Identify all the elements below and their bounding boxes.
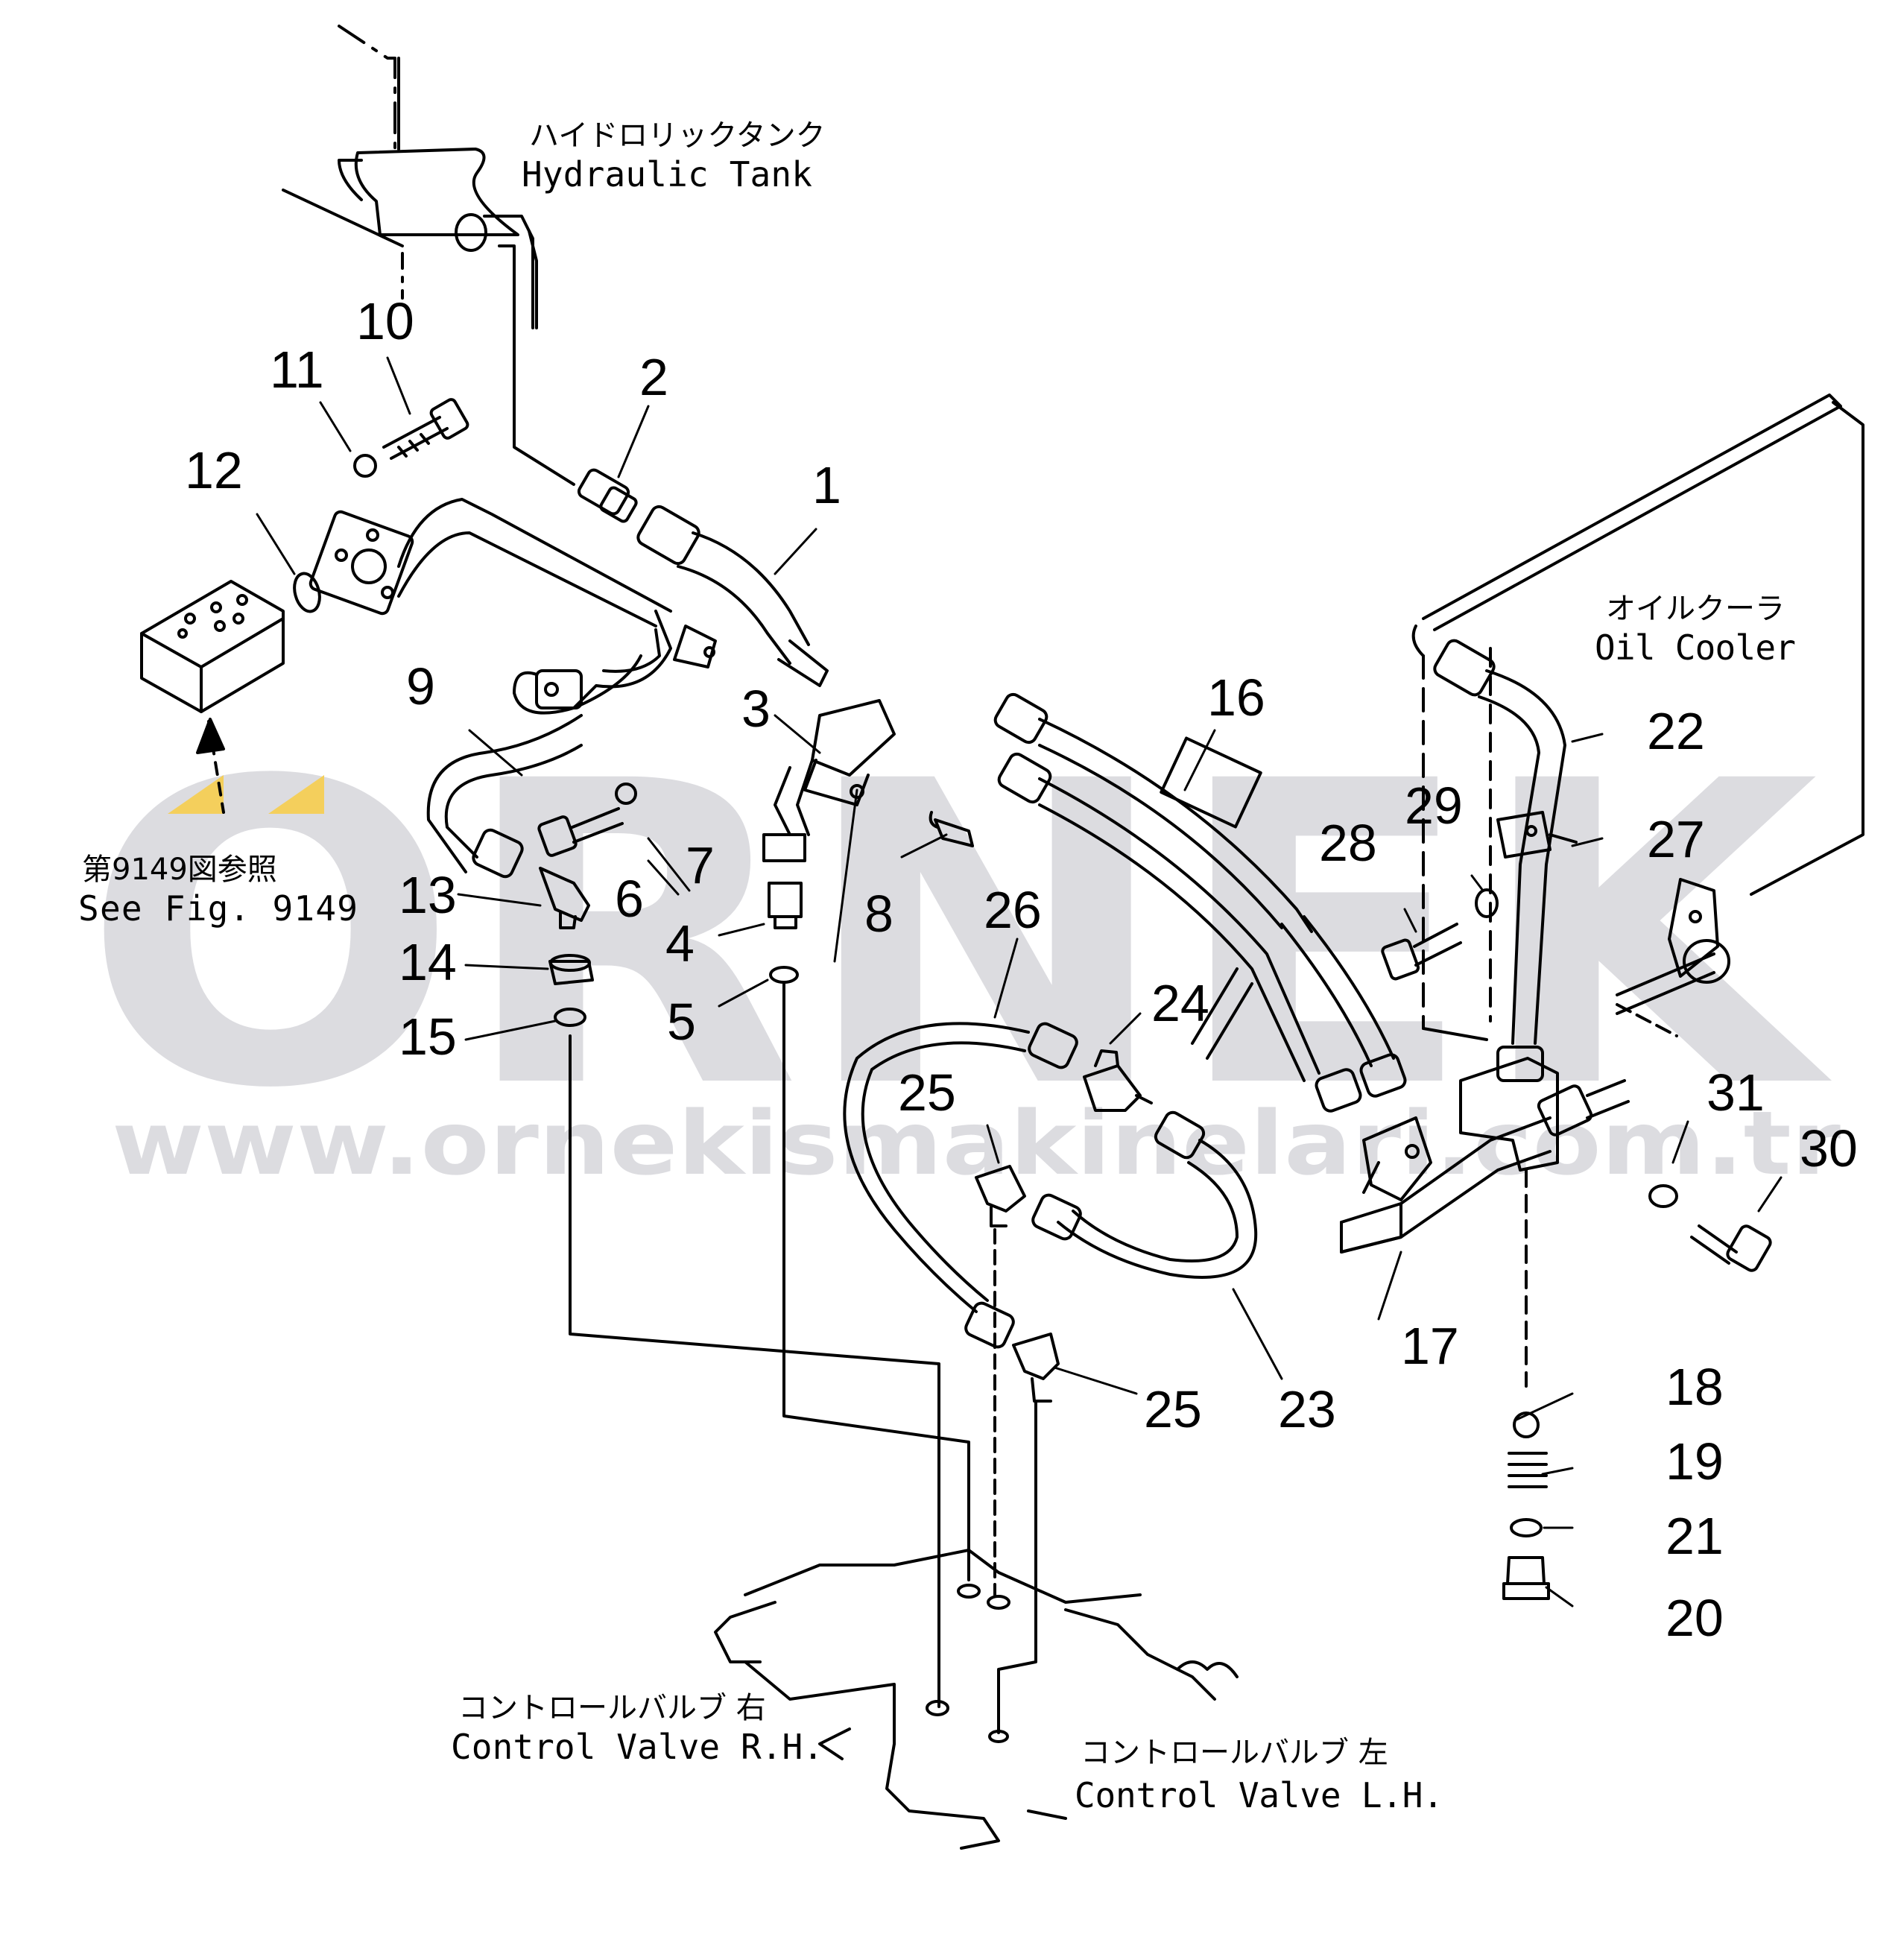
part-number-6: 6 xyxy=(615,870,644,928)
part-number-19: 19 xyxy=(1666,1432,1724,1490)
part-number-4: 4 xyxy=(665,914,695,973)
watermark-accent-left xyxy=(168,775,224,814)
main-pipe xyxy=(309,498,717,709)
part-23-hose xyxy=(1031,1110,1258,1279)
part-number-22: 22 xyxy=(1647,702,1705,760)
oil-cooler xyxy=(1411,393,1864,1041)
callout-text: ハイドロリックタンク Hydraulic Tank オイルクーラ Oil Coo… xyxy=(78,118,1796,1815)
part-number-24: 24 xyxy=(1151,974,1209,1032)
part-number-26: 26 xyxy=(984,881,1042,939)
part-28-bolt xyxy=(1381,923,1462,981)
part-13-elbow xyxy=(539,867,590,929)
part-number-25-lower: 25 xyxy=(1144,1380,1202,1438)
relief-components xyxy=(1502,1169,1550,1600)
part-number-31: 31 xyxy=(1707,1063,1765,1122)
part-8-plug xyxy=(929,811,974,847)
part-number-3: 3 xyxy=(741,680,771,738)
label-control-valve-rh-en: Control Valve R.H. xyxy=(451,1727,823,1767)
part-30-bolt xyxy=(1690,1224,1772,1272)
part-20-plug xyxy=(1502,1556,1550,1600)
part-numbers: 10 11 12 2 1 9 3 16 22 29 28 27 7 13 6 8… xyxy=(185,292,1858,1647)
part-24-tee xyxy=(1083,1049,1153,1112)
part-number-28: 28 xyxy=(1319,814,1377,872)
part-22-hose xyxy=(1433,639,1578,1082)
part-number-30: 30 xyxy=(1800,1119,1858,1177)
part-number-17: 17 xyxy=(1401,1317,1459,1375)
part-number-10: 10 xyxy=(356,292,414,350)
part-25-elbow-upper xyxy=(975,1165,1026,1227)
label-hydraulic-tank-en: Hydraulic Tank xyxy=(522,154,812,195)
hydraulic-tank xyxy=(282,25,575,486)
part-1-hose xyxy=(636,505,829,687)
label-see-fig-jp: 第9149図参照 xyxy=(82,853,277,887)
control-valves xyxy=(714,1549,1239,1850)
part-number-7: 7 xyxy=(686,836,715,894)
port-block xyxy=(140,580,285,814)
part-14-nut xyxy=(548,954,594,985)
part-number-27: 27 xyxy=(1647,810,1705,868)
label-oil-cooler-en: Oil Cooler xyxy=(1595,627,1796,668)
part-number-20: 20 xyxy=(1666,1589,1724,1647)
watermark-accent-right xyxy=(268,775,324,814)
part-17-block xyxy=(1340,1057,1630,1254)
part-6-bolt xyxy=(537,807,624,857)
part-number-1: 1 xyxy=(812,456,841,514)
part-2-adapter xyxy=(577,468,638,523)
leader-lines xyxy=(256,356,1783,1607)
label-oil-cooler-jp: オイルクーラ xyxy=(1606,592,1785,626)
label-see-fig-en: See Fig. 9149 xyxy=(78,888,358,929)
part-number-2: 2 xyxy=(639,348,668,406)
part-number-29: 29 xyxy=(1405,777,1463,835)
part-4-adapter xyxy=(762,833,806,929)
label-hydraulic-tank-jp: ハイドロリックタンク xyxy=(529,118,826,153)
part-number-11: 11 xyxy=(270,341,324,399)
part-31-washer xyxy=(1648,1184,1678,1208)
part-11-washer xyxy=(353,454,377,478)
label-control-valve-rh-jp: コントロールバルブ 右 xyxy=(458,1691,766,1725)
part-number-21: 21 xyxy=(1666,1507,1724,1565)
part-number-8: 8 xyxy=(864,885,893,943)
part-19-spring xyxy=(1508,1452,1548,1488)
part-7-washer xyxy=(615,783,637,805)
part-number-18: 18 xyxy=(1666,1358,1724,1416)
part-9-pipe xyxy=(426,654,642,879)
part-25-elbow-lower xyxy=(1012,1333,1060,1403)
part-18-ring xyxy=(1513,1411,1540,1438)
part-21-ring xyxy=(1510,1518,1543,1537)
part-number-15: 15 xyxy=(399,1008,457,1066)
part-number-23: 23 xyxy=(1278,1380,1336,1438)
part-number-12: 12 xyxy=(185,441,243,499)
part-3-bracket xyxy=(774,699,896,836)
part-number-16: 16 xyxy=(1207,668,1265,727)
part-number-25-upper: 25 xyxy=(898,1063,956,1122)
part-16-hoses xyxy=(993,692,1407,1113)
part-number-14: 14 xyxy=(399,933,457,991)
part-number-5: 5 xyxy=(667,993,696,1051)
part-number-9: 9 xyxy=(406,657,435,715)
part-15-oring xyxy=(554,1008,586,1027)
drain-lines xyxy=(569,982,1037,1734)
part-12-oring xyxy=(293,572,321,613)
label-control-valve-lh-en: Control Valve L.H. xyxy=(1075,1775,1443,1815)
part-16-tag xyxy=(1160,736,1262,829)
part-10-bolt xyxy=(382,398,469,460)
label-control-valve-lh-jp: コントロールバルブ 左 xyxy=(1081,1736,1388,1770)
part-26-hose xyxy=(843,1022,1078,1349)
line-art xyxy=(140,25,1864,1850)
watermark: ORNEK www.ornekismakinelari.com.tr xyxy=(82,694,1841,1195)
part-29-washer xyxy=(1475,888,1499,918)
part-number-13: 13 xyxy=(399,866,457,924)
